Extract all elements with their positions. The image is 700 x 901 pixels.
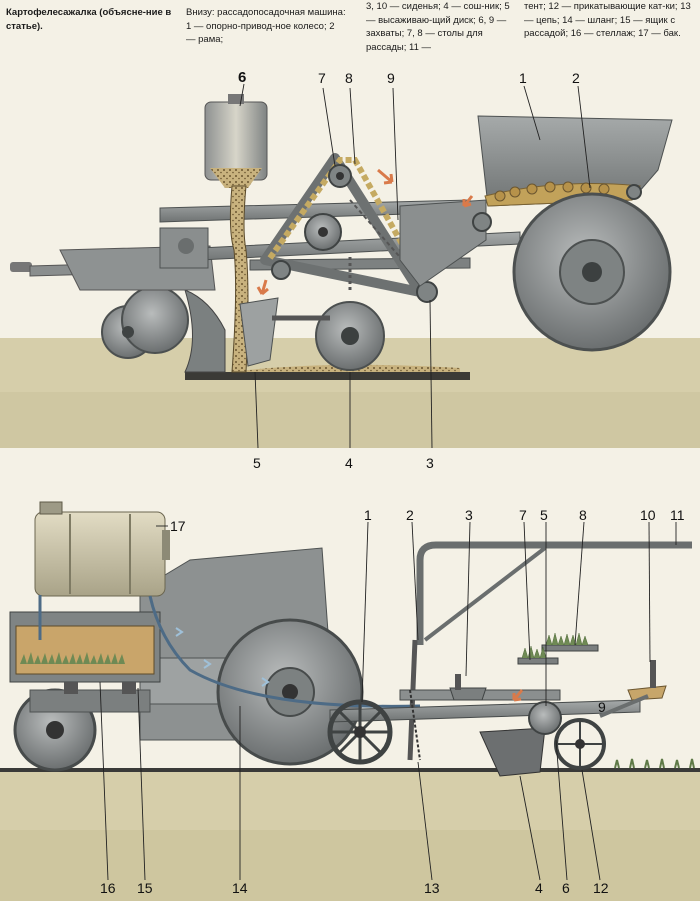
caption-parts-a: 1 — опорно-привод-ное колесо; 2 — рама; [186,20,335,46]
table-7 [517,657,559,665]
label-bottom-3: 3 [465,507,473,523]
water-tank [34,511,166,597]
seedling-planter: 1 2 3 4 5 6 7 8 9 10 11 12 13 14 15 16 1… [0,501,700,901]
planted-seedlings [614,758,695,769]
label-bottom-14: 14 [232,880,248,896]
label-top-1: 1 [519,70,527,86]
table-8 [541,644,599,652]
caption-bottom-heading: Внизу: рассадопосадочная машина: [186,7,346,18]
label-bottom-17: 17 [170,518,186,534]
furrow-opener [479,727,546,777]
seat-3 [449,687,487,701]
leaders-bottom [99,521,677,881]
caption-potato-planter: Картофелесажалка (объясне-ние в статье). [6,7,172,32]
label-bottom-12: 12 [593,880,609,896]
label-top-5: 5 [253,455,261,471]
label-top-4: 4 [345,455,353,471]
furrow-line [185,372,470,380]
label-bottom-6: 6 [562,880,570,896]
coulter-top [239,297,279,367]
potato-planter: 1 2 3 4 5 6 7 8 9 [0,69,700,471]
flow-arrow-2 [462,195,474,208]
leaders-top [239,83,591,449]
caption-parts-c: тент; 12 — прикатывающие кат-ки; 13 — це… [524,1,691,39]
label-bottom-11: 11 [670,507,685,523]
label-top-7: 7 [318,70,326,86]
press-rollers [554,718,606,770]
label-bottom-2: 2 [406,507,414,523]
caption-seedling-planter: Внизу: рассадопосадочная машина: 1 — опо… [186,6,346,47]
label-top-3: 3 [426,455,434,471]
label-top-9: 9 [387,70,395,86]
label-bottom-13: 13 [424,880,440,896]
label-top-2: 2 [572,70,580,86]
label-bottom-10: 10 [640,507,656,523]
label-bottom-15: 15 [137,880,153,896]
hitch [10,262,32,272]
rear-wheel-top-2 [121,286,189,354]
label-bottom-7: 7 [519,507,527,523]
chain [409,689,421,761]
label-top-6: 6 [238,69,246,86]
conveyor-frame [260,153,425,297]
label-top-8: 8 [345,70,353,86]
label-bottom-8: 8 [579,507,587,523]
label-bottom-5: 5 [540,507,548,523]
flow-arrow-4 [512,689,524,702]
tent-frame [416,541,692,645]
planting-disk-bottom [528,701,562,735]
caption-parts-b: 3, 10 — сиденья; 4 — сош-ник; 5 — высажи… [366,1,510,53]
label-bottom-9: 9 [598,699,606,715]
label-bottom-1: 1 [364,507,372,523]
plough [184,289,226,373]
seedling-box [15,625,155,675]
flow-arrow-3 [256,279,269,296]
machine-frame [329,699,641,723]
label-bottom-16: 16 [100,880,116,896]
hopper [477,115,673,207]
label-bottom-4: 4 [535,880,543,896]
support-wheel [327,699,393,765]
flow-arrow-1 [377,168,394,185]
